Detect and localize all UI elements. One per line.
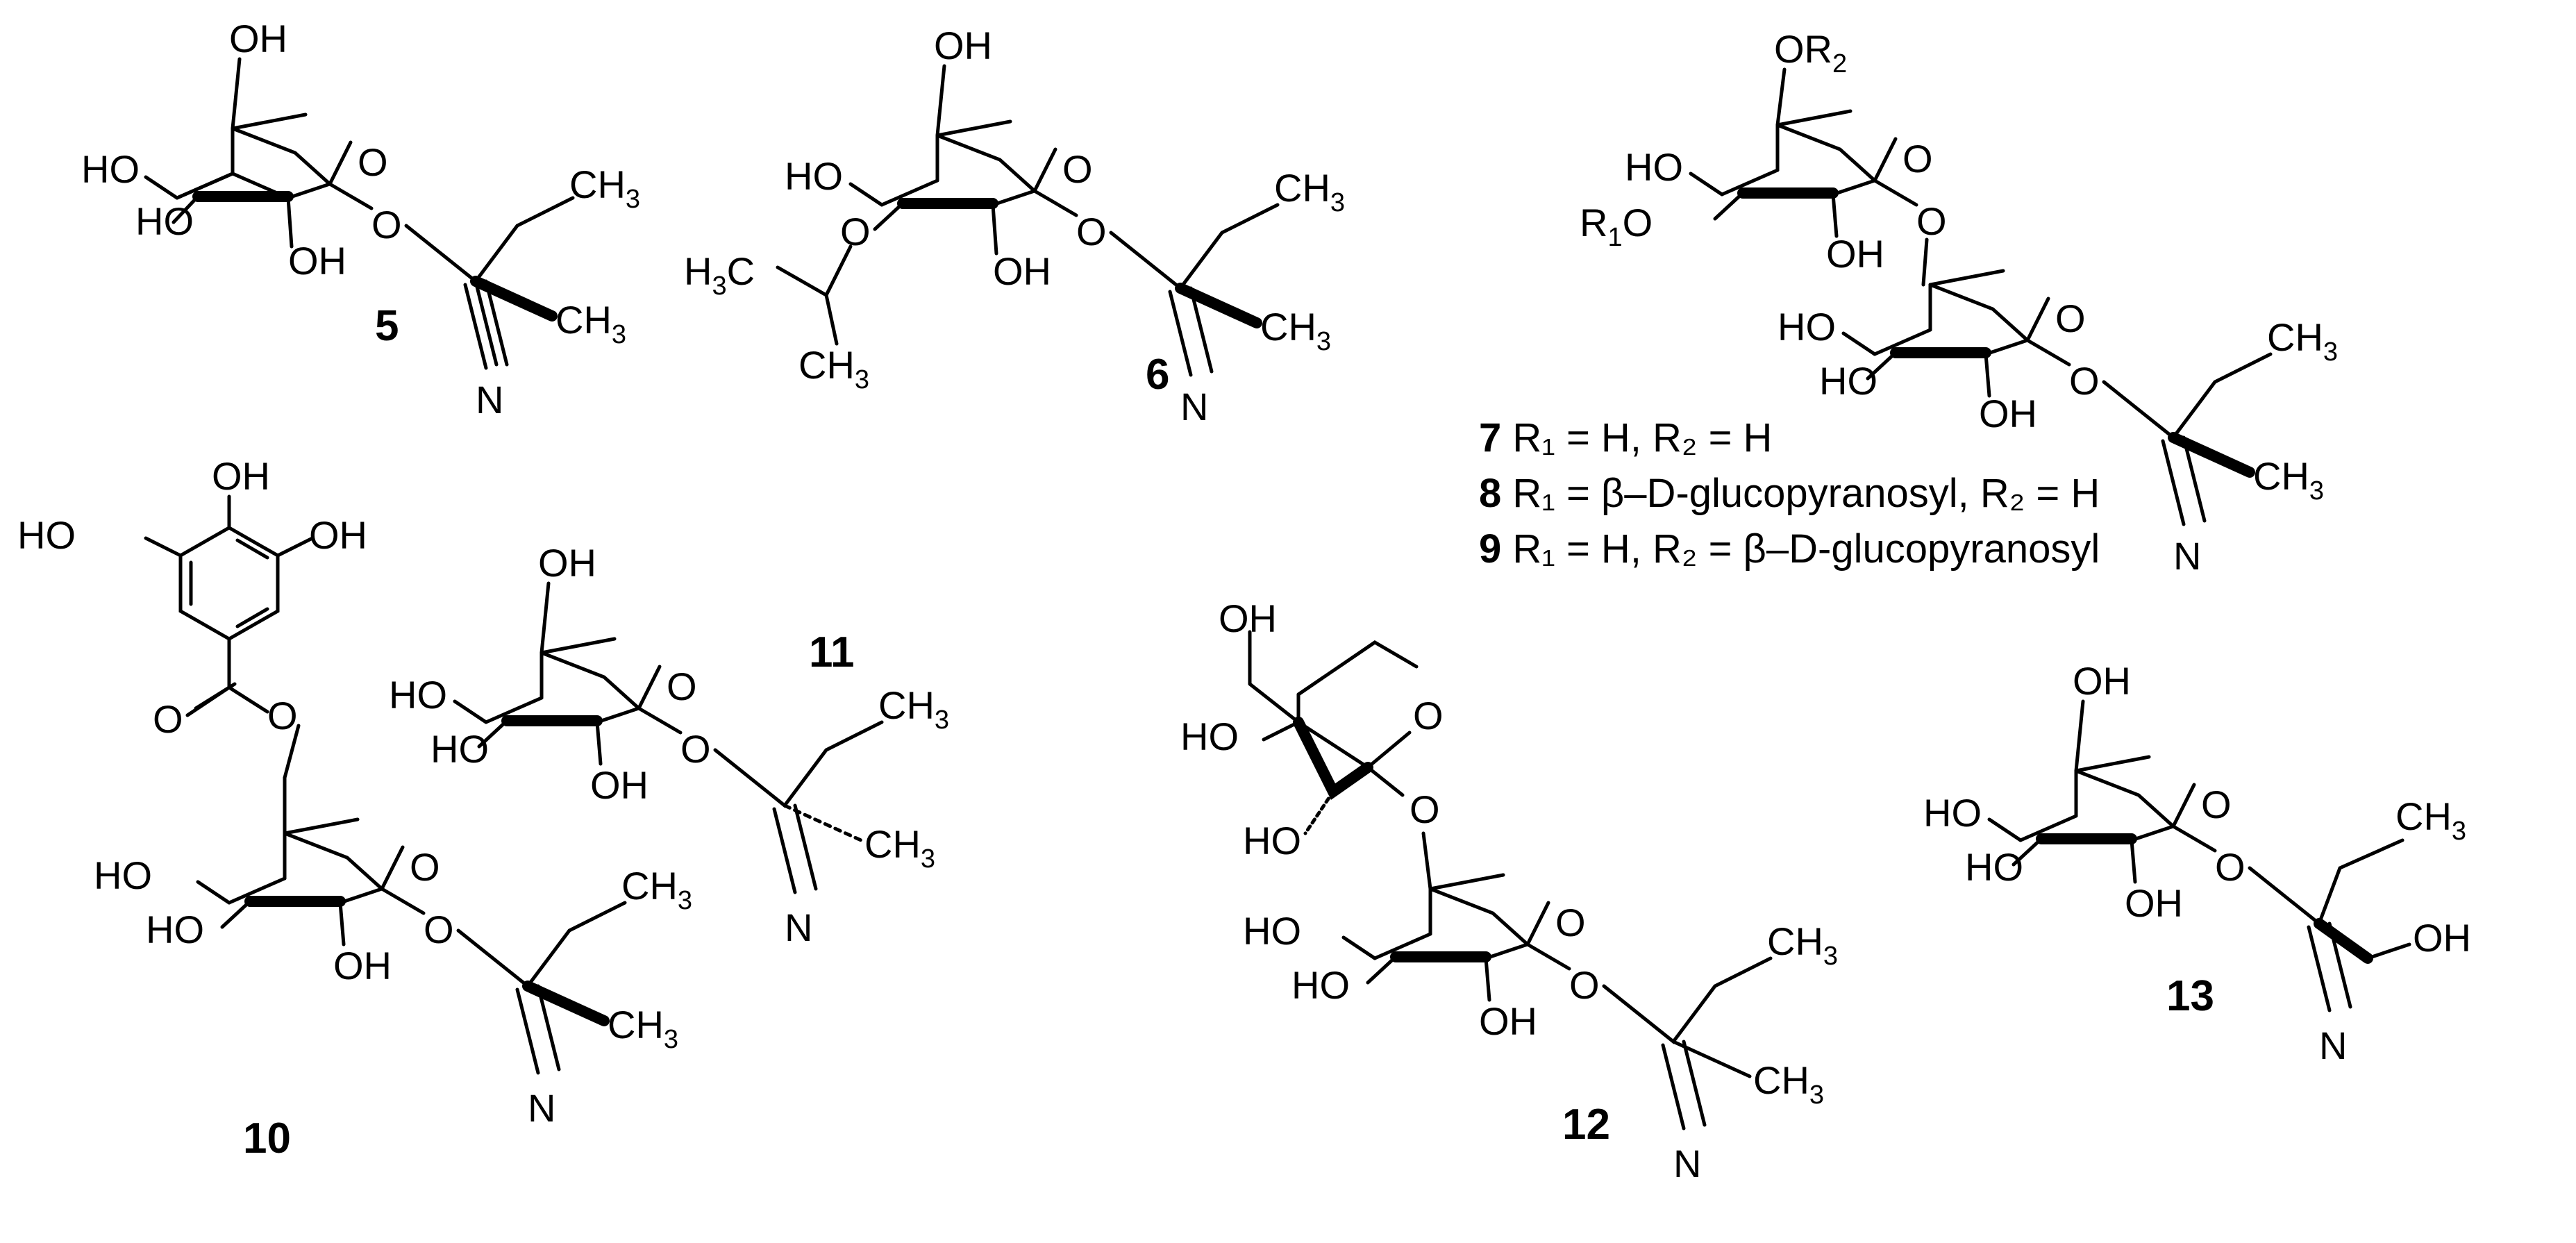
- svg-text:CH3: CH3: [2253, 454, 2324, 506]
- svg-text:HO: HO: [1819, 359, 1877, 403]
- svg-text:N: N: [2319, 1024, 2347, 1067]
- svg-text:CH3: CH3: [1767, 919, 1838, 971]
- compound-6: OH HO O O O OH H3C CH3 CH3 CH3 N: [684, 24, 1345, 428]
- svg-text:OH: OH: [212, 454, 270, 498]
- svg-text:OH: OH: [2413, 916, 2471, 960]
- svg-text:O: O: [2055, 297, 2086, 340]
- svg-text:OH: OH: [229, 17, 287, 60]
- compound-label-12: 12: [1562, 1101, 1610, 1149]
- compound-5: OH HO HO O O OH CH3 CH3 N: [81, 17, 640, 422]
- svg-text:OH: OH: [590, 763, 649, 807]
- svg-text:H3C: H3C: [684, 249, 755, 301]
- svg-text:CH3: CH3: [1753, 1058, 1824, 1110]
- svg-text:OH: OH: [333, 944, 392, 987]
- svg-text:CH3: CH3: [1274, 166, 1345, 217]
- svg-text:N: N: [1673, 1142, 1701, 1185]
- compound-7-9: OR2 HO R1O O O OH HO HO O O OH CH: [1580, 27, 2338, 578]
- svg-text:CH3: CH3: [878, 683, 949, 735]
- svg-text:O: O: [1902, 137, 1933, 181]
- svg-text:HO: HO: [389, 673, 447, 717]
- svg-text:OH: OH: [538, 541, 596, 585]
- svg-text:R1O: R1O: [1580, 201, 1653, 252]
- svg-text:HO: HO: [1243, 909, 1301, 953]
- svg-text:OH: OH: [1979, 392, 2037, 435]
- svg-text:CH3: CH3: [2267, 315, 2338, 367]
- svg-text:O: O: [840, 210, 871, 253]
- svg-text:O: O: [2215, 845, 2245, 889]
- svg-text:CH3: CH3: [1260, 305, 1331, 356]
- svg-text:N: N: [476, 378, 503, 422]
- compound-10: OH HO OH O O HO HO O O OH CH3 CH3 N: [17, 454, 692, 1130]
- svg-text:O: O: [2201, 783, 2232, 826]
- compound-label-11: 11: [809, 628, 855, 676]
- svg-text:N: N: [785, 906, 812, 949]
- compound-13: OH HO HO O O OH CH3 OH N: [1923, 659, 2471, 1067]
- legend-line-7: 7 R₁ = H, R₂ = H: [1479, 415, 1772, 460]
- svg-text:O: O: [153, 697, 183, 741]
- svg-text:OH: OH: [288, 239, 346, 283]
- svg-text:HO: HO: [1243, 819, 1301, 862]
- svg-text:HO: HO: [135, 199, 194, 243]
- svg-text:HO: HO: [430, 727, 489, 771]
- compound-12: OH HO HO O O HO HO O O OH CH3 CH3: [1180, 597, 1838, 1185]
- svg-text:HO: HO: [785, 154, 843, 198]
- svg-text:O: O: [1410, 787, 1440, 831]
- legend-line-9: 9 R₁ = H, R₂ = β–D-glucopyranosyl: [1479, 526, 2100, 572]
- svg-text:OH: OH: [993, 249, 1051, 293]
- svg-text:O: O: [667, 665, 697, 708]
- svg-text:HO: HO: [1965, 845, 2023, 889]
- svg-text:O: O: [424, 908, 454, 951]
- svg-text:N: N: [528, 1086, 555, 1130]
- svg-text:HO: HO: [81, 147, 140, 191]
- legend-line-8: 8 R₁ = β–D-glucopyranosyl, R₂ = H: [1479, 471, 2100, 516]
- svg-text:HO: HO: [1180, 715, 1239, 758]
- svg-text:O: O: [1076, 210, 1107, 253]
- compound-label-13: 13: [2166, 972, 2214, 1020]
- svg-text:HO: HO: [1923, 791, 1982, 835]
- svg-text:O: O: [1555, 901, 1586, 944]
- svg-text:HO: HO: [94, 853, 152, 897]
- svg-text:HO: HO: [17, 513, 76, 557]
- svg-text:N: N: [1180, 385, 1208, 428]
- svg-text:HO: HO: [1778, 305, 1836, 349]
- svg-text:OH: OH: [1826, 232, 1884, 276]
- svg-text:OH: OH: [2125, 881, 2183, 925]
- svg-text:CH3: CH3: [555, 298, 626, 349]
- svg-text:O: O: [680, 727, 711, 771]
- compound-11: OH HO HO O O OH CH3 CH3 N: [389, 541, 949, 949]
- substituent-legend: 7 R₁ = H, R₂ = H 8 R₁ = β–D-glucopyranos…: [1479, 415, 2100, 572]
- svg-text:OH: OH: [2073, 659, 2131, 703]
- svg-text:O: O: [2069, 359, 2100, 403]
- compound-label-6: 6: [1146, 351, 1169, 399]
- svg-text:O: O: [1062, 147, 1093, 191]
- svg-text:HO: HO: [146, 908, 204, 951]
- svg-text:CH3: CH3: [608, 1003, 678, 1054]
- svg-text:O: O: [371, 203, 402, 247]
- svg-text:O: O: [358, 140, 388, 184]
- svg-text:O: O: [1413, 694, 1444, 737]
- svg-text:CH3: CH3: [569, 162, 640, 214]
- svg-text:N: N: [2173, 534, 2201, 578]
- svg-text:OH: OH: [309, 513, 367, 557]
- svg-text:OH: OH: [1219, 597, 1277, 640]
- svg-text:CH3: CH3: [798, 343, 869, 394]
- svg-text:HO: HO: [1625, 145, 1683, 189]
- svg-text:OR2: OR2: [1774, 27, 1847, 78]
- svg-text:OH: OH: [1479, 999, 1537, 1043]
- svg-text:CH3: CH3: [621, 864, 692, 915]
- svg-text:CH3: CH3: [864, 822, 935, 874]
- svg-text:HO: HO: [1291, 963, 1350, 1007]
- svg-text:O: O: [1916, 199, 1947, 243]
- svg-text:CH3: CH3: [2395, 794, 2466, 846]
- svg-text:OH: OH: [934, 24, 992, 67]
- compound-label-10: 10: [243, 1115, 291, 1162]
- svg-text:O: O: [410, 845, 440, 889]
- compound-label-5: 5: [375, 302, 399, 350]
- svg-text:O: O: [1569, 963, 1600, 1007]
- svg-text:O: O: [267, 694, 298, 737]
